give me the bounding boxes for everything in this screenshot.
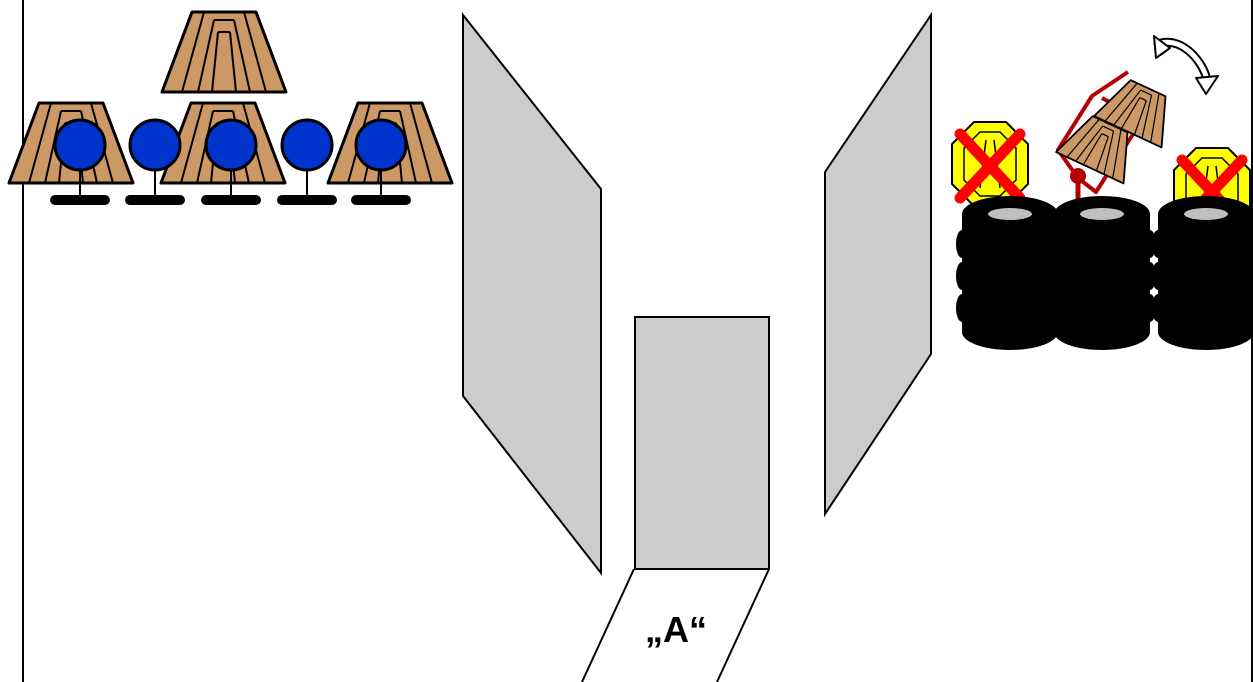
start-area-right-line (716, 568, 770, 682)
tire-stack-icon (1152, 196, 1253, 350)
left-barrier-wall (462, 12, 602, 576)
start-area-left-line (581, 568, 635, 682)
start-position-label: „A“ (645, 609, 707, 650)
tire-stack-icon (956, 196, 1064, 350)
center-barrier-wall (634, 316, 770, 570)
no-shoot-target-icon (952, 122, 1028, 206)
right-barrier-wall (824, 11, 932, 518)
rotate-arrow-icon (1153, 35, 1219, 95)
tire-stack-icon (1048, 196, 1156, 350)
steel-plate-icon (275, 118, 339, 207)
swinger-target-icon (1055, 70, 1183, 212)
cardboard-target-icon (160, 10, 288, 94)
